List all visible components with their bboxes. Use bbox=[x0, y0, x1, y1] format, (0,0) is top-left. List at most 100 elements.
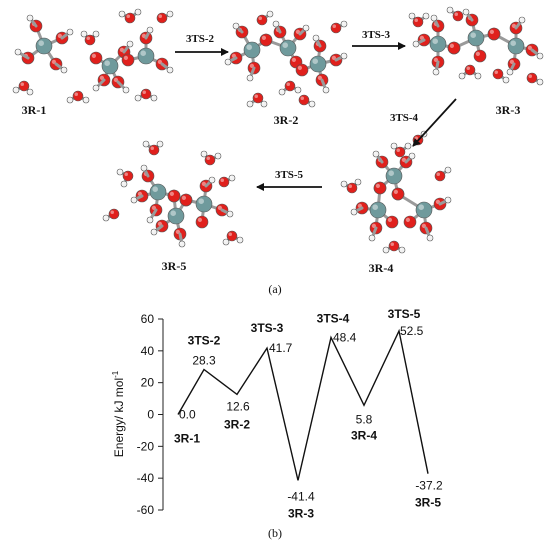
oxygen-atom bbox=[18, 80, 30, 92]
oxygen-atom bbox=[84, 34, 96, 46]
hydrogen-atom bbox=[412, 40, 420, 48]
y-tick-label: -20 bbox=[137, 439, 155, 453]
hydrogen-atom bbox=[222, 238, 230, 246]
value-label-3r-3: -41.4 bbox=[287, 489, 315, 503]
atom-highlight bbox=[83, 97, 86, 100]
atom-highlight bbox=[449, 43, 454, 49]
atom-highlight bbox=[170, 210, 176, 216]
atom-highlight bbox=[470, 32, 477, 38]
hydrogen-atom bbox=[66, 28, 74, 36]
structure-label-3r-4: 3R-4 bbox=[369, 261, 394, 275]
oxygen-atom bbox=[195, 215, 209, 229]
atom-highlight bbox=[67, 97, 70, 100]
silicon-atom bbox=[467, 29, 485, 47]
value-label-3ts-4: 48.4 bbox=[333, 330, 357, 344]
atom-highlight bbox=[409, 13, 413, 16]
atom-highlight bbox=[215, 153, 218, 156]
oxygen-atom bbox=[72, 90, 84, 102]
hydrogen-atom bbox=[236, 236, 244, 244]
atom-highlight bbox=[181, 195, 186, 200]
atom-highlight bbox=[414, 136, 418, 140]
atom-highlight bbox=[341, 53, 345, 56]
atom-highlight bbox=[261, 35, 266, 41]
oxygen-atom bbox=[447, 41, 461, 55]
hydrogen-atom bbox=[150, 228, 158, 236]
oxygen-atom bbox=[259, 33, 273, 47]
hydrogen-atom bbox=[506, 68, 514, 76]
hydrogen-atom bbox=[26, 88, 34, 96]
hydrogen-atom bbox=[266, 10, 274, 18]
atom-highlight bbox=[261, 101, 265, 104]
oxygen-atom bbox=[108, 208, 120, 220]
atom-highlight bbox=[198, 198, 204, 204]
atom-highlight bbox=[117, 169, 120, 172]
hydrogen-atom bbox=[122, 86, 130, 94]
atom-highlight bbox=[13, 87, 16, 90]
oxygen-atom bbox=[394, 146, 406, 158]
atom-highlight bbox=[432, 38, 439, 44]
atom-highlight bbox=[140, 50, 146, 56]
atom-highlight bbox=[27, 15, 31, 18]
atom-highlight bbox=[445, 197, 449, 200]
hydrogen-atom bbox=[60, 66, 68, 74]
atom-highlight bbox=[459, 73, 463, 76]
atom-highlight bbox=[297, 65, 302, 70]
atom-highlight bbox=[86, 36, 90, 40]
y-tick-label: 40 bbox=[141, 344, 155, 358]
hydrogen-atom bbox=[134, 8, 142, 16]
oxygen-atom bbox=[148, 144, 160, 156]
atom-highlight bbox=[537, 53, 540, 56]
hydrogen-atom bbox=[82, 96, 90, 104]
hydrogen-atom bbox=[408, 152, 416, 160]
oxygen-atom bbox=[464, 64, 476, 76]
structure-label-3r-5: 3R-5 bbox=[162, 259, 187, 273]
point-name-3r-1: 3R-1 bbox=[174, 432, 200, 446]
atom-highlight bbox=[405, 217, 410, 222]
atom-highlight bbox=[61, 67, 64, 70]
atom-highlight bbox=[20, 82, 24, 86]
caption-b: (b) bbox=[268, 526, 282, 540]
y-tick-label: 0 bbox=[147, 408, 154, 422]
oxygen-atom bbox=[284, 80, 296, 92]
oxygen-atom bbox=[226, 230, 238, 242]
arrow-3ts-4 bbox=[412, 98, 457, 147]
oxygen-atom bbox=[452, 10, 464, 22]
hydrogen-atom bbox=[92, 84, 100, 92]
value-label-3r-4: 5.8 bbox=[356, 412, 373, 426]
atom-highlight bbox=[475, 73, 479, 76]
hydrogen-atom bbox=[354, 178, 362, 186]
y-axis-label: Energy/ kJ mol-1 bbox=[111, 370, 126, 457]
atom-highlight bbox=[494, 70, 498, 74]
atom-highlight bbox=[135, 95, 138, 98]
atom-highlight bbox=[103, 215, 106, 218]
atom-highlight bbox=[454, 12, 458, 16]
atom-highlight bbox=[225, 59, 228, 62]
hydrogen-atom bbox=[458, 72, 466, 80]
arrow-label-3ts-3: 3TS-3 bbox=[362, 29, 391, 41]
point-name-3r-2: 3R-2 bbox=[224, 417, 250, 431]
hydrogen-atom bbox=[260, 100, 268, 108]
hydrogen-atom bbox=[518, 16, 526, 24]
hydrogen-atom bbox=[312, 34, 320, 42]
atom-highlight bbox=[373, 151, 377, 154]
atom-highlight bbox=[447, 7, 451, 10]
atom-highlight bbox=[463, 9, 467, 12]
atom-highlight bbox=[131, 197, 134, 200]
atom-highlight bbox=[121, 181, 124, 184]
atom-highlight bbox=[388, 170, 395, 176]
hydrogen-atom bbox=[322, 86, 330, 94]
oxygen-atom bbox=[295, 63, 309, 77]
hydrogen-atom bbox=[224, 58, 232, 66]
hydrogen-atom bbox=[226, 210, 234, 218]
silicon-atom bbox=[149, 183, 167, 201]
atom-highlight bbox=[246, 44, 252, 50]
hydrogen-atom bbox=[308, 100, 316, 108]
atom-highlight bbox=[157, 141, 160, 144]
hydrogen-atom bbox=[66, 96, 74, 104]
point-name-3r-5: 3R-5 bbox=[415, 496, 441, 510]
silicon-atom bbox=[101, 57, 119, 75]
silicon-atom bbox=[279, 39, 297, 57]
hydrogen-atom bbox=[340, 180, 348, 188]
molecular-structures bbox=[12, 6, 544, 254]
hydrogen-atom bbox=[398, 246, 406, 254]
